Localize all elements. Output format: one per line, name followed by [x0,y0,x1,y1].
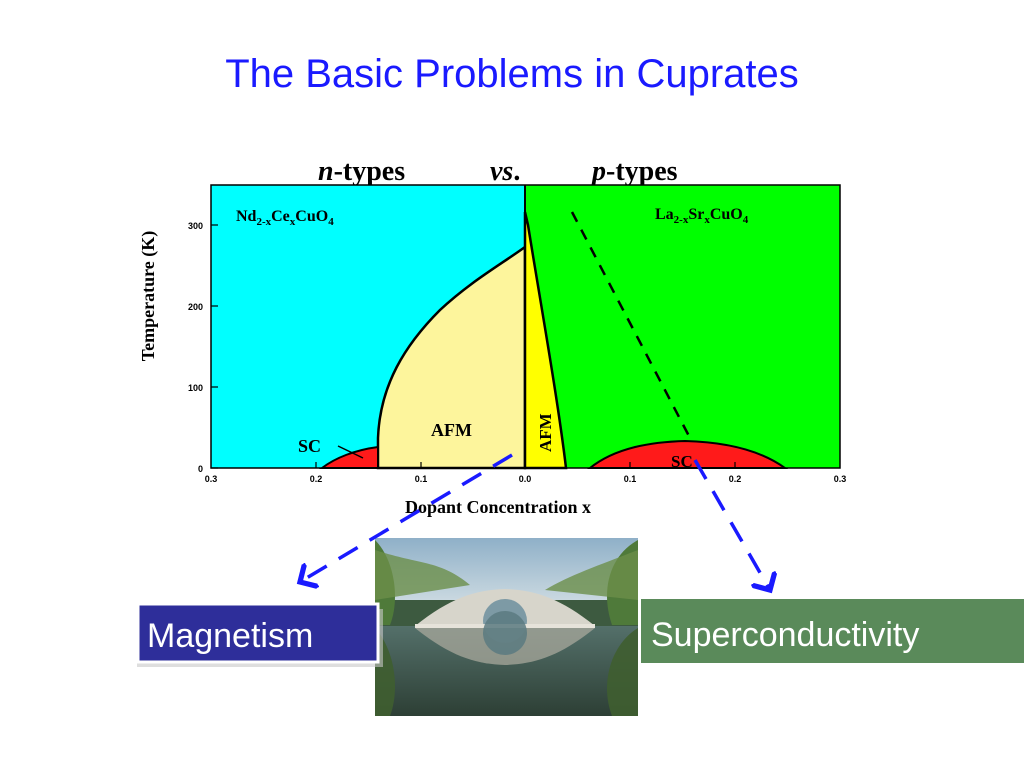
sc-region-p-type [587,439,789,469]
p-types-label: p-types [590,156,678,187]
x-tick-4: 0.0 [519,474,532,484]
y-tick-300: 300 [188,221,203,231]
superconductivity-box: Superconductivity [641,599,1024,663]
left-compound-formula: Nd2-xCexCuO4 [236,208,334,228]
y-tick-200: 200 [188,302,203,312]
sc-region-n-type [319,445,379,469]
pseudogap-dashed-line [570,211,692,439]
y-tick-100: 100 [188,383,203,393]
arrow-to-superconductivity [693,459,770,590]
x-axis-label: Dopant Concentration x [405,497,591,517]
afm-region-n-type [376,244,527,470]
x-tick-5: 0.1 [624,474,637,484]
sc-label-p-type: SC [671,452,693,471]
magnetism-label: Magnetism [147,617,313,655]
plot-frame [210,184,841,469]
x-tick-2: 0.2 [310,474,323,484]
x-tick-7: 0.3 [834,474,847,484]
x-tick-6: 0.2 [729,474,742,484]
slide-title: The Basic Problems in Cuprates [225,52,799,96]
p-type-background [525,185,840,468]
y-tick-0: 0 [198,464,203,474]
afm-label-n-type: AFM [431,420,472,440]
y-axis-label: Temperature (K) [138,231,159,361]
x-tick-3: 0.1 [415,474,428,484]
n-types-label: n-types [318,156,405,187]
afm-region-p-type [523,211,568,470]
diagram-header: n-types vs. p-types [318,156,678,187]
right-compound-formula: La2-xSrxCuO4 [655,206,749,226]
bridge-photo [375,538,638,716]
arrow-to-magnetism [300,453,513,582]
axis-ticks [211,224,736,469]
sc-label-pointer [337,445,364,459]
magnetism-box: Magnetism [136,602,383,667]
superconductivity-label: Superconductivity [651,616,919,654]
x-tick-1: 0.3 [205,474,218,484]
vs-label: vs. [490,156,520,187]
afm-label-p-type: AFM [536,413,555,452]
phase-diagram: 0 100 200 300 0.3 0.2 0.1 0.0 0.1 0.2 0.… [138,184,847,517]
sc-label-n-type: SC [298,436,321,456]
